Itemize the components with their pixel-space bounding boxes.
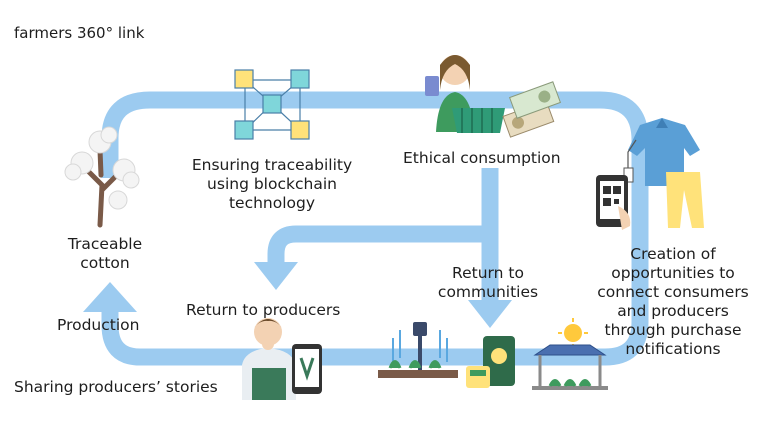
notifications-line: opportunities to bbox=[611, 264, 735, 282]
traceable-cotton-label: Traceable cotton bbox=[50, 235, 160, 273]
sprinkler-field-icon bbox=[378, 322, 458, 378]
production-arrowhead bbox=[83, 282, 137, 312]
blockchain-line: technology bbox=[228, 194, 316, 212]
notifications-label: Creation of opportunities to connect con… bbox=[583, 245, 763, 359]
fertilizer-bags-icon bbox=[466, 336, 515, 388]
communities-arrowhead bbox=[468, 300, 512, 328]
blockchain-label: Ensuring traceability using blockchain t… bbox=[172, 156, 372, 213]
notifications-line: connect consumers bbox=[597, 283, 749, 301]
return-producers-arrow bbox=[267, 225, 490, 262]
producers-arrowhead bbox=[254, 262, 298, 290]
cotton-plant-icon bbox=[64, 126, 140, 228]
return-communities-line: Return to bbox=[452, 264, 524, 282]
notifications-line: through purchase bbox=[604, 321, 742, 339]
notifications-line: and producers bbox=[617, 302, 729, 320]
notifications-line: Creation of bbox=[630, 245, 716, 263]
shopper-woman-icon bbox=[425, 55, 562, 138]
clothes-tag-icon bbox=[623, 118, 704, 228]
return-communities-label: Return to communities bbox=[423, 264, 553, 302]
farmer-man-icon bbox=[242, 318, 322, 400]
blockchain-line: using blockchain bbox=[207, 175, 337, 193]
notifications-line: notifications bbox=[625, 340, 721, 358]
brand-title: farmers 360° link bbox=[14, 24, 145, 42]
ethical-consumption-label: Ethical consumption bbox=[403, 149, 561, 167]
solar-panel-icon bbox=[532, 318, 608, 390]
smartphone-qr-icon bbox=[596, 175, 631, 230]
return-producers-label: Return to producers bbox=[186, 301, 341, 319]
blockchain-line: Ensuring traceability bbox=[191, 156, 353, 174]
producer-stories-label: Sharing producers’ stories bbox=[14, 378, 218, 396]
return-communities-line: communities bbox=[437, 283, 539, 301]
traceable-cotton-line: Traceable bbox=[67, 235, 143, 253]
blockchain-cubes-icon bbox=[234, 69, 310, 140]
production-label: Production bbox=[57, 316, 140, 334]
traceable-cotton-line: cotton bbox=[80, 254, 130, 272]
